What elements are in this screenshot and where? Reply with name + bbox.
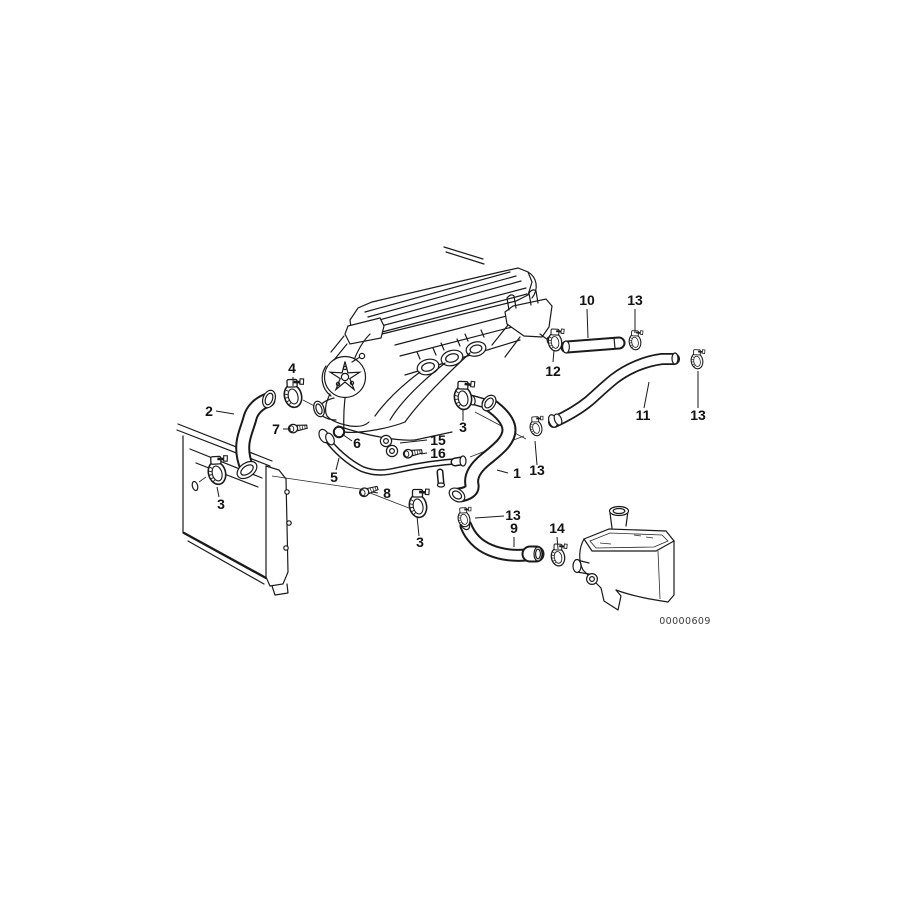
- hose-11: [547, 352, 680, 428]
- rubber-holder-15: [379, 434, 399, 458]
- callout-leader-8: [371, 491, 379, 494]
- callout-label-15: 15: [430, 432, 446, 448]
- callout-label-13: 13: [505, 507, 521, 523]
- radiator-side-bracket: [265, 465, 289, 587]
- callout-label-10: 10: [579, 292, 595, 308]
- hose-clamp-13-mid: [526, 413, 549, 438]
- drawing-number: 00000609: [659, 616, 711, 627]
- expansion-tank: [572, 505, 675, 611]
- callout-leader-13: [474, 515, 505, 519]
- callout-label-4: 4: [288, 360, 296, 376]
- thermostat-outlet: [313, 397, 337, 421]
- water-pipe-5: [318, 428, 467, 488]
- bolt-16: [402, 446, 424, 460]
- callout-leader-2: [215, 410, 235, 415]
- callout-label-2: 2: [205, 403, 213, 419]
- bolt-7: [287, 421, 309, 435]
- bolt-8: [357, 483, 380, 499]
- hose-clamp-14: [548, 540, 572, 568]
- callout-label-5: 5: [330, 469, 338, 485]
- engine-assembly: [313, 246, 554, 441]
- hose-clamp-13-right: [688, 346, 709, 371]
- hose-clamp-4: [279, 374, 312, 411]
- callout-leader-14: [556, 536, 559, 550]
- intake-ports: [416, 329, 487, 376]
- callout-label-14: 14: [549, 520, 565, 536]
- callout-leader-15: [399, 439, 428, 444]
- callout-leader-10: [586, 308, 589, 339]
- o-ring-6: [332, 425, 346, 439]
- callout-label-6: 6: [353, 435, 361, 451]
- hose-clamp-3-lower: [404, 484, 436, 521]
- hose-1: [448, 394, 517, 503]
- callout-label-13: 13: [627, 292, 643, 308]
- callout-leader-1: [496, 469, 509, 474]
- radiator-drain-plug: [191, 480, 199, 492]
- callout-label-3: 3: [416, 534, 424, 550]
- callout-leader-11: [643, 381, 650, 409]
- callout-leader-12: [552, 349, 555, 363]
- callout-label-11: 11: [636, 407, 651, 423]
- callout-label-12: 12: [545, 363, 561, 379]
- callout-label-13: 13: [690, 407, 706, 423]
- callout-label-13: 13: [529, 462, 545, 478]
- callout-label-1: 1: [513, 465, 521, 481]
- hose-clamp-3-engine: [450, 377, 481, 413]
- water-pump: [321, 335, 370, 427]
- callout-leader-3: [416, 515, 420, 537]
- hose-clamp-3-radiator: [203, 451, 236, 488]
- callout-leader-5: [335, 457, 340, 471]
- callout-label-3: 3: [217, 496, 225, 512]
- callout-label-16: 16: [430, 445, 446, 461]
- hose-2-radiator: [235, 389, 277, 480]
- hose-9: [459, 517, 545, 563]
- hose-clamp-13-top: [626, 327, 647, 352]
- callout-label-8: 8: [383, 485, 391, 501]
- hose-clamp-13-hose9: [454, 504, 477, 529]
- callout-leader-3: [216, 486, 220, 498]
- radiator: [176, 423, 292, 596]
- callout-label-9: 9: [510, 520, 518, 536]
- callout-label-3: 3: [459, 419, 467, 435]
- callout-leader-16: [420, 452, 428, 455]
- callout-leader-13: [534, 440, 538, 466]
- callout-label-7: 7: [272, 421, 280, 437]
- hose-10: [560, 336, 626, 354]
- callout-leader-6: [341, 433, 353, 442]
